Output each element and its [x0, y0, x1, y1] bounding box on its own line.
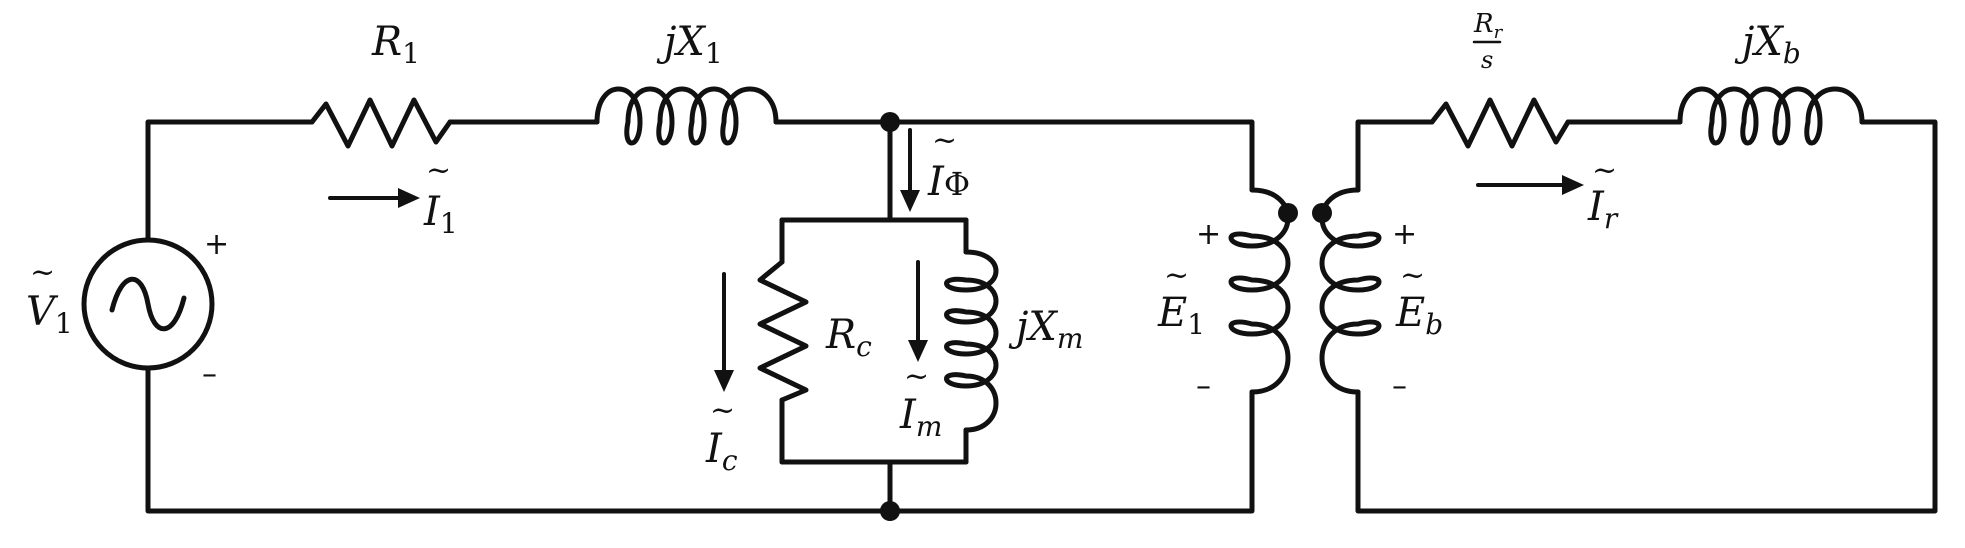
label-im: Im: [899, 392, 942, 443]
sign-plus-e1: +: [1196, 217, 1221, 252]
tilde-ir: ~: [1592, 153, 1617, 188]
tilde-i1: ~: [426, 153, 451, 188]
label-iphi: IΦ: [927, 159, 970, 205]
primary-wiring: [145, 119, 1255, 514]
arrow-ir: [1476, 175, 1584, 195]
arrow-i1: [328, 188, 420, 208]
transformer-secondary-coil: [1319, 187, 1382, 395]
label-jxm: jXm: [1008, 304, 1083, 355]
tilde-eb: ~: [1400, 258, 1425, 293]
arrow-iphi: [900, 128, 920, 212]
arrow-ic: [714, 272, 734, 392]
inductor-jxm: [944, 249, 999, 433]
tilde-iphi: ~: [932, 123, 957, 158]
junction-top: [880, 112, 900, 132]
sign-plus-eb: +: [1392, 217, 1417, 252]
secondary-wiring: [1355, 119, 1938, 514]
label-jxb: jXb: [1734, 19, 1801, 70]
arrow-im: [908, 260, 928, 362]
polarity-dot-primary: [1278, 203, 1298, 223]
transformer-primary-coil: [1228, 187, 1291, 395]
tilde-e1: ~: [1164, 258, 1189, 293]
label-rr-numerator: Rr: [1473, 9, 1504, 43]
junction-bottom: [880, 501, 900, 521]
label-ir: Ir: [1587, 184, 1619, 235]
resistor-rr-over-s: [1429, 97, 1571, 149]
label-r1: R1: [371, 19, 420, 70]
label-rr-denominator: s: [1481, 46, 1493, 74]
label-rc: Rc: [825, 312, 872, 363]
resistor-r1: [309, 97, 453, 149]
label-ic: Ic: [705, 426, 738, 477]
tilde-v1: ~: [30, 255, 55, 290]
label-jx1: jX1: [656, 19, 723, 70]
voltage-source: [81, 237, 215, 371]
inductor-jxb: [1677, 86, 1865, 146]
tilde-ic: ~: [710, 393, 735, 428]
resistor-rc: [757, 259, 809, 403]
label-i1: I1: [423, 189, 458, 240]
polarity-dot-secondary: [1312, 203, 1332, 223]
label-v1: V1: [26, 289, 73, 340]
inductor-jx1: [594, 86, 779, 146]
sign-plus-source: +: [204, 227, 229, 262]
tilde-im: ~: [904, 359, 929, 394]
label-e1: E1: [1157, 290, 1205, 341]
sign-minus-eb: –: [1392, 369, 1407, 404]
sign-minus-source: –: [202, 357, 217, 392]
sine-wave-icon: [109, 276, 187, 332]
sign-minus-e1: –: [1196, 369, 1211, 404]
label-eb: Eb: [1395, 290, 1443, 341]
